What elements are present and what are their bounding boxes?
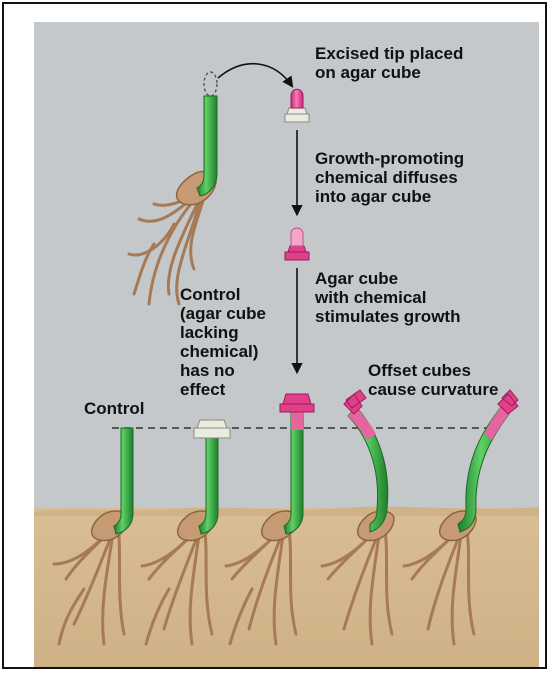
agar-cube-plain: [285, 108, 309, 122]
label-excised-tip: Excised tip placed on agar cube: [315, 44, 463, 82]
label-control: Control: [84, 399, 144, 418]
label-chemical-diffuses: Growth-promoting chemical diffuses into …: [315, 149, 464, 206]
agar-cube-plain: [194, 420, 230, 438]
agar-cube-chemical: [280, 394, 314, 412]
sky-background: [34, 22, 539, 510]
label-chemical-stimulates: Agar cube with chemical stimulates growt…: [315, 269, 460, 326]
label-offset-cubes: Offset cubes cause curvature: [368, 361, 498, 399]
excised-tip: [291, 228, 303, 246]
excised-tip: [291, 89, 303, 108]
label-control-no-effect: Control (agar cube lacking chemical) has…: [180, 285, 266, 399]
chemical-zone: [291, 412, 303, 430]
diagram-canvas: [4, 4, 545, 667]
